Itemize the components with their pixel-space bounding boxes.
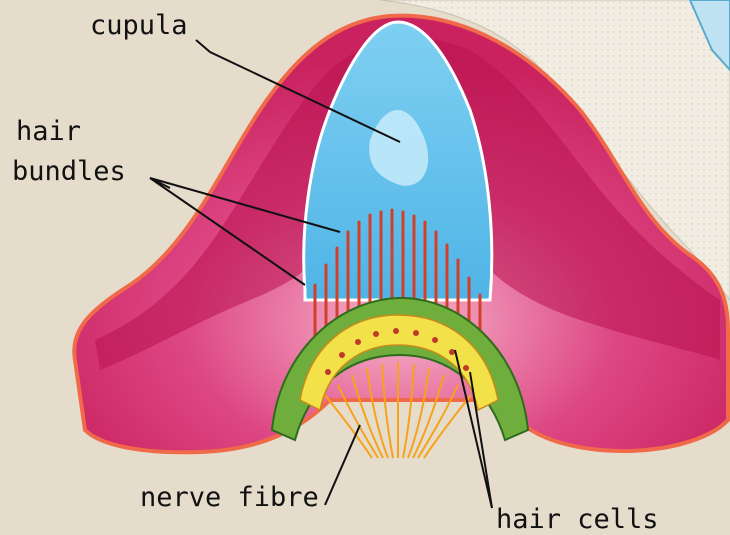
- nerve-fibre-label: nerve fibre: [140, 484, 319, 511]
- hair-cells-label: hair cells: [496, 506, 659, 533]
- cupula-label: cupula: [90, 12, 188, 39]
- hair-bundles-label-line1: hair: [16, 118, 81, 145]
- hair-bundles-label-line2: bundles: [12, 158, 126, 185]
- nerve-fibre-leader: [325, 425, 360, 505]
